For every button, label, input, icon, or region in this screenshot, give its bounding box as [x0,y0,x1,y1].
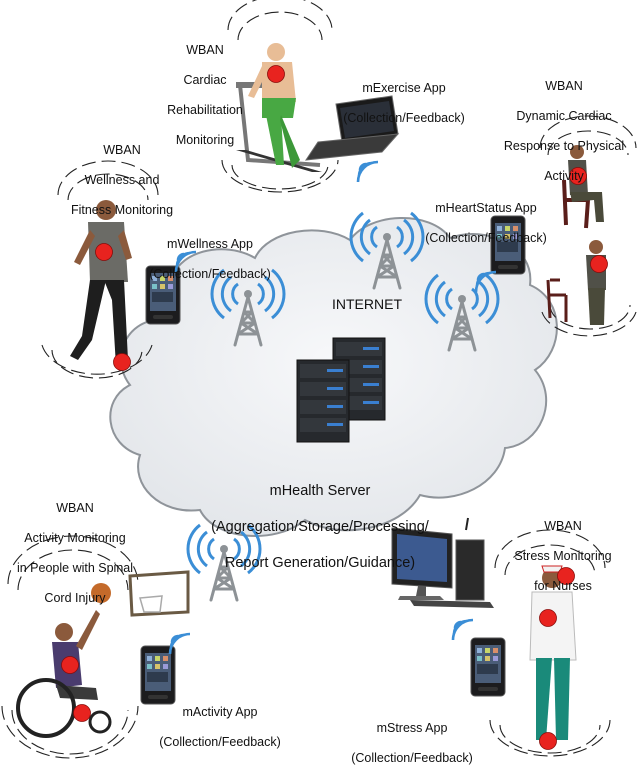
server-subtitle-line: (Aggregation/Storage/Processing/ [211,519,429,535]
title-line: Response to Physical [503,139,625,153]
server-subtitle-line: Report Generation/Guidance) [224,555,416,571]
scenario-title: WBAN Dynamic Cardiac Response to Physica… [494,64,634,199]
app-function: (Collection/Feedback) [351,751,473,765]
title-line: WBAN [56,501,94,515]
app-name: mWellness App [167,237,253,251]
laptop-icon [304,95,400,161]
title-line: WBAN [544,519,582,533]
app-label: mHeartStatus App (Collection/Feedback) [416,186,556,261]
title-line: Stress Monitoring [514,549,612,563]
app-label: mStress App (Collection/Feedback) [342,706,482,781]
app-label: mActivity App (Collection/Feedback) [150,690,290,765]
scenario-title: WBAN Cardiac Rehabilitation Monitoring [150,28,260,163]
app-name: mActivity App [182,705,258,719]
title-line: Cardiac [183,73,227,87]
standing-person-figure [586,240,606,325]
sensor-dot [267,65,285,83]
title-line: Monitoring [175,133,235,147]
wheelchair-user-figure [16,610,112,738]
title-line: Fitness Monitoring [70,203,174,217]
sensor-dot [590,255,608,273]
wireless-signal-icon [451,618,475,642]
app-label: mWellness App (Collection/Feedback) [140,222,280,297]
title-line: Rehabilitation [167,103,243,117]
nurse-figure [529,565,577,740]
scenario-title: WBAN Activity Monitoring in People with … [0,486,150,621]
smartphone-icon [470,637,506,697]
title-line: WBAN [103,143,141,157]
app-function: (Collection/Feedback) [425,231,547,245]
wban-range-rings [1,0,637,759]
title-line: WBAN [545,79,583,93]
app-function: (Collection/Feedback) [343,111,465,125]
title-line: Activity [544,169,584,183]
title-line: Dynamic Cardiac [516,109,612,123]
sensor-dot [539,609,557,627]
patient-figure [248,43,300,168]
server-title: mHealth Server [269,483,371,499]
internet-label: INTERNET [332,296,402,312]
sensor-dot [61,656,79,674]
title-line: Cord Injury [44,591,106,605]
chair-icon [546,179,590,322]
sensor-dot [73,704,91,722]
title-line: Wellness and [84,173,160,187]
wireless-signal-icon [356,160,380,184]
app-label: mExercise App (Collection/Feedback) [334,66,474,141]
title-line: WBAN [186,43,224,57]
title-line: for Nurses [534,579,592,593]
title-line: Activity Monitoring [24,531,126,545]
app-function: (Collection/Feedback) [159,735,281,749]
app-name: mStress App [376,721,448,735]
server-label: mHealth Server (Aggregation/Storage/Proc… [200,464,440,590]
title-line: in People with Spinal [16,561,134,575]
desktop-computer-icon [391,517,494,608]
basketball-hoop-icon [91,570,190,617]
sensor-dot [95,243,113,261]
app-function: (Collection/Feedback) [149,267,271,281]
sensor-dot [539,732,557,750]
sensor-dot [113,353,131,371]
app-name: mExercise App [362,81,446,95]
scenario-title: WBAN Stress Monitoring for Nurses [498,504,628,609]
scenario-title: WBAN Wellness and Fitness Monitoring [52,128,192,233]
app-name: mHeartStatus App [435,201,537,215]
